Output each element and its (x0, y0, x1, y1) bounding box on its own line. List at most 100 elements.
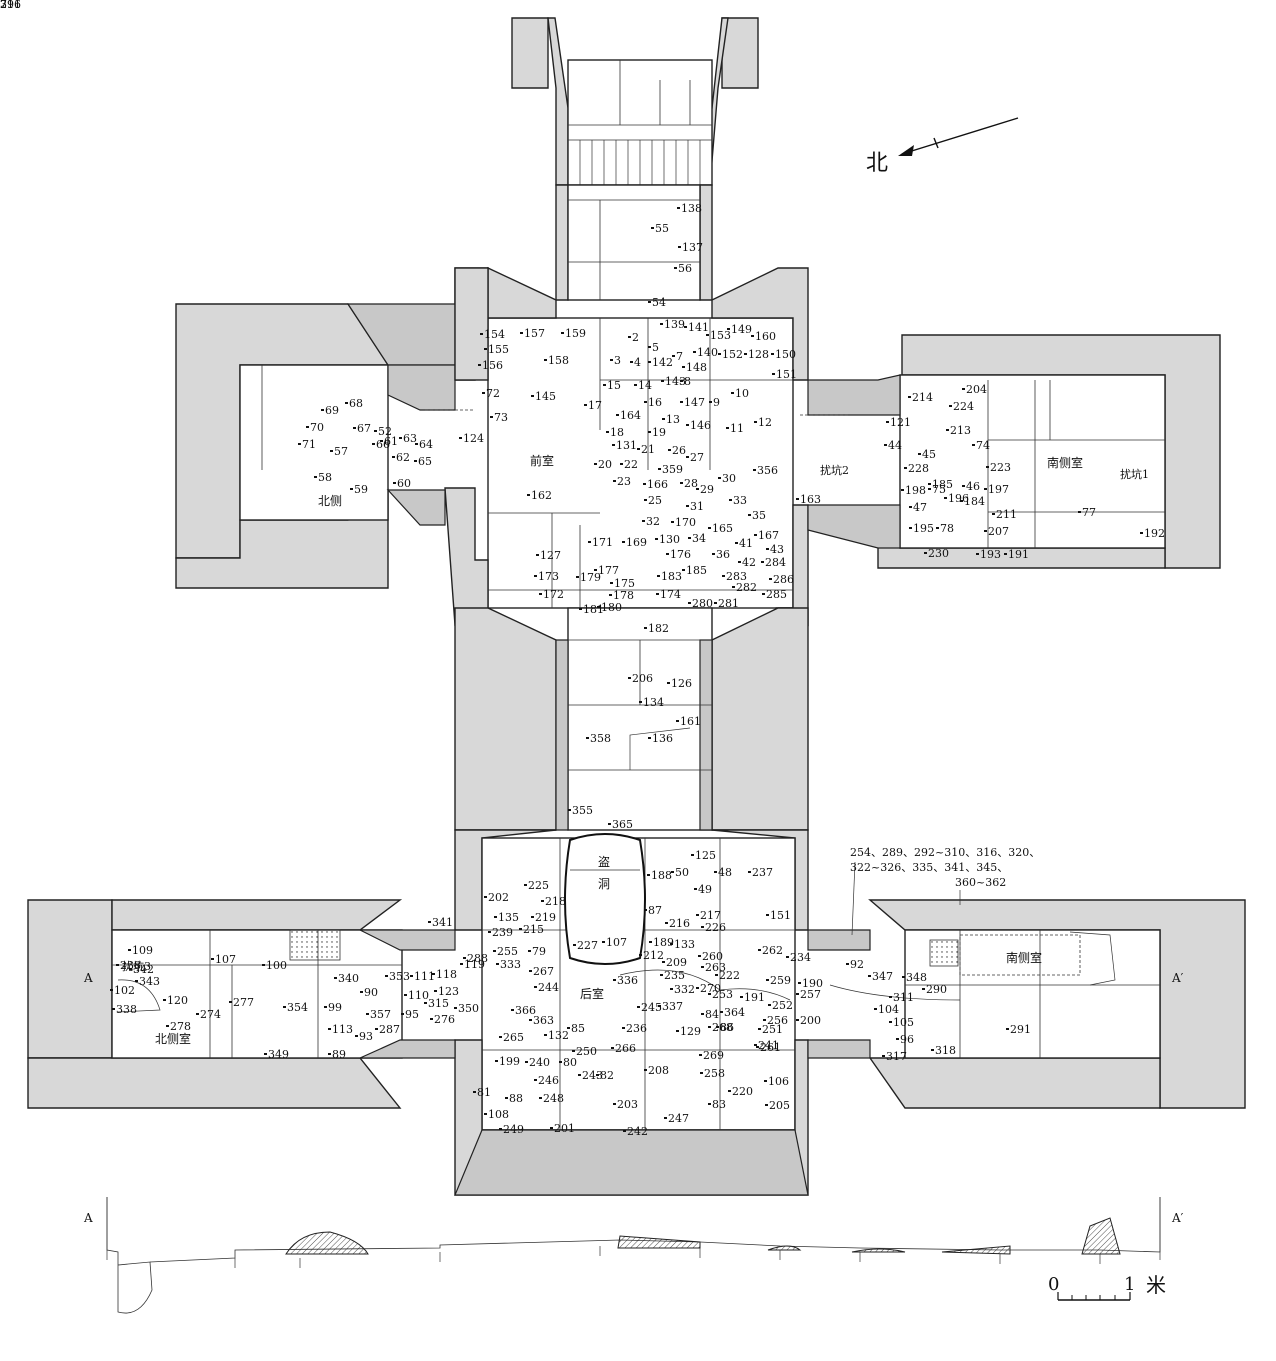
artifact-marker: 251 (758, 1023, 783, 1036)
artifact-dot (534, 1079, 537, 1081)
artifact-number: 219 (535, 911, 556, 924)
artifact-number: 286 (773, 573, 794, 586)
artifact-marker: 111 (410, 970, 435, 983)
artifact-marker: 182 (644, 622, 669, 635)
artifact-marker: 106 (764, 1075, 789, 1088)
artifact-number: 30 (722, 472, 736, 485)
artifact-marker: 211 (0, 0, 21, 11)
artifact-dot (404, 994, 407, 996)
artifact-number: 281 (718, 597, 739, 610)
artifact-dot (531, 395, 534, 397)
artifact-marker: 93 (355, 1030, 373, 1043)
artifact-dot (664, 1117, 667, 1119)
artifact-marker: 356 (753, 464, 778, 477)
artifact-dot (944, 497, 947, 499)
artifact-dot (527, 494, 530, 496)
artifact-number: 316 (0, 0, 21, 11)
artifact-marker: 12 (754, 416, 772, 429)
artifact-number: 359 (662, 463, 683, 476)
artifact-number: 36 (716, 548, 730, 561)
artifact-dot (493, 950, 496, 952)
artifact-number: 138 (681, 202, 702, 215)
artifact-dot (229, 1001, 232, 1003)
artifact-dot (594, 569, 597, 571)
artifact-marker: 350 (454, 1002, 479, 1015)
artifact-number: 152 (722, 348, 743, 361)
artifact-number: 148 (686, 361, 707, 374)
artifact-number: 75 (932, 483, 946, 496)
artifact-dot (680, 482, 683, 484)
artifact-number: 85 (571, 1022, 585, 1035)
artifact-number: 62 (396, 451, 410, 464)
artifact-dot (561, 332, 564, 334)
artifact-dot (696, 914, 699, 916)
artifact-marker: 282 (732, 581, 757, 594)
artifact-dot (588, 541, 591, 543)
artifact-number: 201 (554, 1122, 575, 1135)
artifact-marker: 191 (740, 991, 765, 1004)
artifact-number: 199 (499, 1055, 520, 1068)
artifact-dot (1006, 1028, 1009, 1030)
artifact-marker: 130 (655, 533, 680, 546)
artifact-dot (495, 1060, 498, 1062)
artifact-dot (648, 346, 651, 348)
artifact-marker: 164 (616, 409, 641, 422)
artifact-marker: 311 (889, 991, 914, 1004)
artifact-dot (484, 348, 487, 350)
artifact-dot (480, 333, 483, 335)
artifact-dot (360, 991, 363, 993)
artifact-marker: 348 (902, 971, 927, 984)
artifact-dot (931, 1049, 934, 1051)
artifact-number: 11 (730, 422, 744, 435)
artifact-number: 21 (641, 443, 655, 456)
artifact-number: 263 (705, 961, 726, 974)
artifact-number: 133 (674, 938, 695, 951)
artifact-dot (637, 1006, 640, 1008)
artifact-dot (345, 402, 348, 404)
artifact-dot (701, 966, 704, 968)
scale-unit: 米 (1146, 1273, 1166, 1297)
artifact-dot (324, 1006, 327, 1008)
section-profile (106, 1197, 1161, 1314)
artifact-marker: 252 (768, 999, 793, 1012)
artifact-dot (762, 593, 765, 595)
artifact-dot (662, 961, 665, 963)
artifact-dot (758, 949, 761, 951)
artifact-number: 111 (414, 970, 435, 983)
artifact-marker: 66 (372, 438, 390, 451)
artifact-dot (786, 956, 789, 958)
artifact-marker: 151 (772, 368, 797, 381)
artifact-number: 64 (419, 438, 433, 451)
artifact-dot (639, 701, 642, 703)
artifact-dot (699, 1054, 702, 1056)
artifact-number: 3 (614, 354, 621, 367)
artifact-dot (753, 469, 756, 471)
artifact-number: 218 (545, 895, 566, 908)
artifact-marker: 57 (330, 445, 348, 458)
artifact-number: 56 (678, 262, 692, 275)
artifact-marker: 110 (404, 989, 429, 1002)
artifact-marker: 89 (328, 1048, 346, 1061)
artifact-marker: 146 (686, 419, 711, 432)
artifact-marker: 56 (674, 262, 692, 275)
artifact-marker: 213 (946, 424, 971, 437)
artifact-dot (385, 975, 388, 977)
artifact-dot (611, 1047, 614, 1049)
artifact-marker: 73 (490, 411, 508, 424)
artifact-dot (688, 602, 691, 604)
artifact-number: 67 (357, 422, 371, 435)
artifact-marker: 161 (676, 715, 701, 728)
artifact-number: 86 (720, 1021, 734, 1034)
artifact-number: 163 (800, 493, 821, 506)
artifact-number: 68 (349, 397, 363, 410)
artifact-number: 247 (668, 1112, 689, 1125)
artifact-dot (678, 246, 681, 248)
artifact-marker: 190 (798, 977, 823, 990)
artifact-marker: 317 (882, 1050, 907, 1063)
artifact-marker: 78 (936, 522, 954, 535)
artifact-dot (738, 561, 741, 563)
artifact-dot (658, 468, 661, 470)
artifact-number: 4 (634, 356, 641, 369)
artifact-number: 151 (770, 909, 791, 922)
artifact-marker: 58 (314, 471, 332, 484)
